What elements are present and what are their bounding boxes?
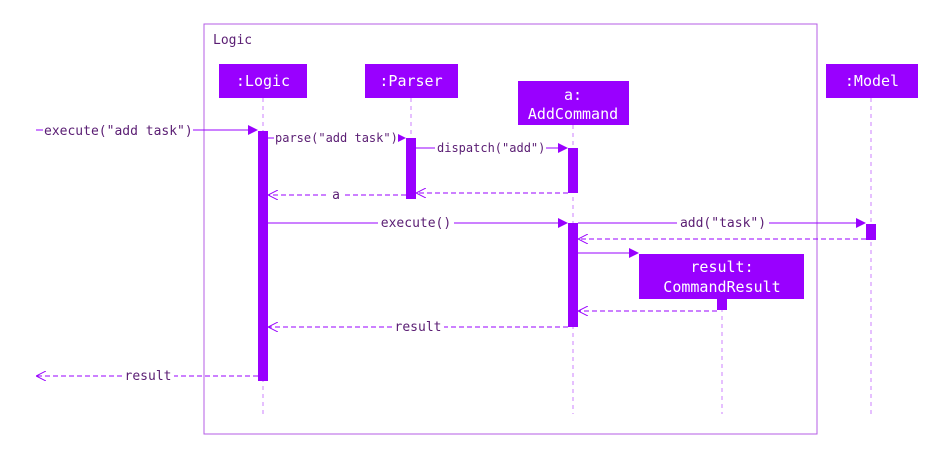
activation-add-command-dispatch [568, 148, 578, 193]
message-add-task-label: add("task") [680, 216, 766, 231]
logic-frame-label: Logic [213, 33, 252, 48]
return-result-logic-label: result [395, 320, 442, 335]
activation-add-command-execute [568, 223, 578, 327]
activation-command-result [717, 299, 727, 310]
participant-parser: :Parser [365, 64, 458, 98]
message-execute-label: execute() [381, 216, 451, 231]
participant-model: :Model [826, 64, 918, 98]
activation-logic [258, 131, 268, 381]
participant-command-result: result: CommandResult [639, 254, 804, 299]
participant-add-command-label-line2: AddCommand [528, 105, 618, 123]
participant-add-command-label-line1: a: [564, 86, 582, 104]
activation-parser [406, 138, 416, 199]
return-a-label: a [332, 188, 340, 203]
participant-add-command: a: AddCommand [518, 81, 629, 125]
message-dispatch-label: dispatch("add") [437, 141, 545, 155]
logic-frame [203, 23, 818, 435]
return-result-out-label: result [125, 369, 172, 384]
participant-parser-label: :Parser [379, 72, 442, 90]
participant-command-result-label-line1: result: [690, 258, 753, 276]
participant-command-result-label-line2: CommandResult [663, 278, 780, 296]
message-parse-label: parse("add task") [275, 131, 398, 145]
participant-model-label: :Model [845, 72, 899, 90]
activation-model [866, 224, 876, 240]
participant-logic-label: :Logic [236, 72, 290, 90]
message-execute-in-label: execute("add task") [44, 124, 193, 139]
participant-logic: :Logic [219, 64, 307, 98]
